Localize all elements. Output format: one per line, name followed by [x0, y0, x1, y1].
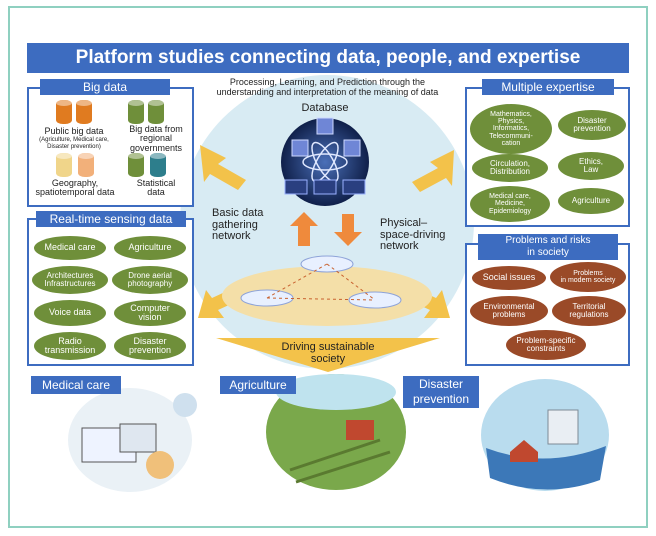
expertise-item: Agriculture	[558, 188, 624, 214]
regional-data-line: regional	[139, 133, 173, 144]
cylinder-green-icon	[128, 100, 144, 124]
sensing-item: Agriculture	[114, 236, 186, 260]
processing-caption-line1: Processing, Learning, and Prediction thr…	[229, 77, 426, 87]
expertise-item: Medical care,Medicine,Epidemiology	[470, 186, 550, 222]
geography-label: Geography, spatiotemporal data	[30, 178, 120, 198]
patient-figure	[146, 451, 174, 479]
expertise-item: Circulation,Distribution	[472, 154, 548, 182]
agriculture-tag: Agriculture	[220, 376, 296, 394]
big-data-title: Big data	[40, 79, 170, 95]
regional-data-label: Big data from regional governments	[118, 124, 194, 153]
sensing-title: Real-time sensing data	[36, 211, 186, 227]
physical-network-line: space-driving	[380, 228, 446, 241]
medical-care-tag: Medical care	[31, 376, 121, 394]
cylinder-orange-icon	[76, 100, 92, 124]
problem-item: Social issues	[472, 266, 546, 290]
basic-network-line: network	[212, 230, 251, 243]
physical-network-line: network	[380, 240, 419, 253]
expertise-title: Multiple expertise	[482, 79, 614, 95]
database-tile	[284, 179, 308, 195]
agriculture-sky	[276, 374, 396, 410]
statistical-line: Statistical	[136, 178, 176, 188]
farm-building	[346, 420, 374, 440]
network-link	[266, 297, 376, 301]
driving-society-line: Driving sustainable	[281, 341, 375, 353]
disaster-prevention-tag: Disaster prevention	[403, 376, 479, 408]
driving-society-label: Driving sustainable society	[272, 341, 384, 365]
sensing-item: Medical care	[34, 236, 106, 260]
arrow-down-driving	[334, 214, 362, 246]
public-big-data-label: Public big data	[44, 126, 104, 136]
database-cube	[343, 139, 361, 157]
geography-line: Geography,	[51, 178, 99, 188]
cylinder-green-icon	[128, 153, 144, 177]
processing-caption-line2: understanding and interpretation of the …	[216, 87, 439, 97]
arrow-from-big-data	[200, 145, 246, 190]
statistical-line: data	[147, 187, 165, 198]
cylinder-teal-icon	[150, 153, 166, 177]
cylinder-peach-icon	[78, 153, 94, 177]
physical-network-label: Physical– space-driving network	[380, 217, 460, 253]
database-tile	[313, 179, 337, 195]
driving-arrow	[216, 338, 440, 372]
database-cube	[316, 117, 334, 135]
cylinder-green-icon	[148, 100, 164, 124]
disaster-building	[547, 409, 579, 445]
cylinder-orange-icon	[56, 100, 72, 124]
doctor-figure	[173, 393, 197, 417]
farm-row	[295, 450, 391, 484]
basic-network-line: Basic data	[212, 207, 264, 219]
regional-data-line: governments	[129, 142, 183, 153]
cylinder-yellow-icon	[56, 153, 72, 177]
public-big-data-sub: Disaster prevention)	[47, 144, 101, 150]
big-data-panel	[27, 87, 194, 207]
database-label: Database	[301, 102, 349, 114]
page-title: Platform studies connecting data, people…	[27, 43, 629, 73]
regional-data-line: Big data from	[129, 124, 183, 134]
network-link	[326, 263, 376, 301]
geography-line: spatiotemporal data	[35, 187, 115, 198]
basic-network-label: Basic data gathering network	[212, 207, 282, 243]
arrow-up-gathering	[290, 212, 318, 246]
expertise-item: Ethics,Law	[558, 152, 624, 180]
problems-title: Problems and risks in society	[478, 234, 618, 260]
sensing-item: Voice data	[34, 300, 106, 326]
basic-network-line: gathering	[212, 218, 258, 231]
statistical-label: Statistical data	[120, 178, 192, 198]
atom-orbit	[302, 153, 348, 171]
database-tile	[342, 179, 366, 195]
farm-row	[289, 438, 381, 472]
physical-network-line: Physical–	[380, 217, 428, 229]
network-platform	[222, 266, 432, 326]
expertise-item: Mathematics,Physics,Informatics,Telecomm…	[470, 104, 552, 154]
submerged-house	[510, 440, 538, 462]
database-cube	[291, 139, 309, 157]
medical-monitor	[119, 423, 157, 453]
arrow-to-expertise	[412, 150, 454, 192]
driving-society-line: society	[310, 352, 346, 365]
public-big-data-sub: (Agriculture, Medical care,	[39, 137, 109, 143]
